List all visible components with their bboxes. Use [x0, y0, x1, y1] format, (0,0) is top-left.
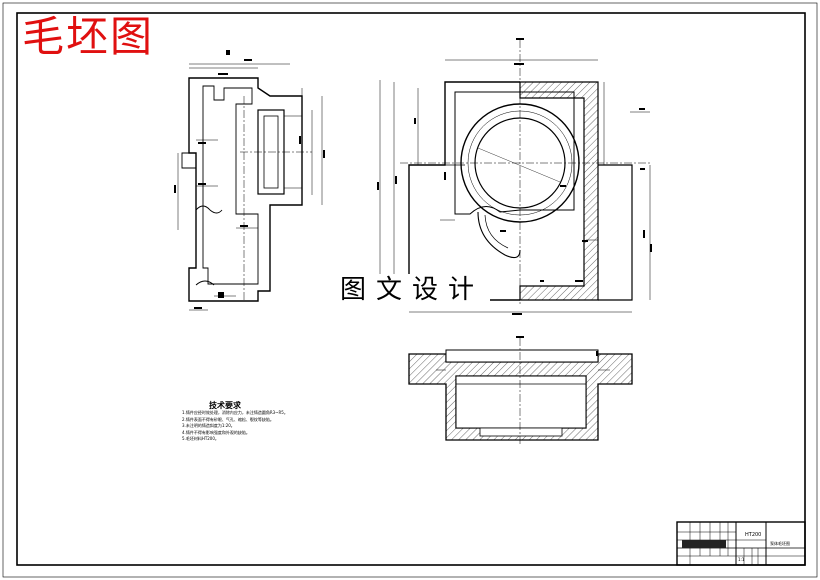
front-view-right-flange — [598, 164, 633, 301]
front-view-inner-cavity — [454, 91, 575, 215]
front-view-lower-lobe — [477, 211, 521, 259]
technical-requirement-5: 5.毛坯材料HT200。 — [182, 436, 219, 442]
top-view-dimension-marks — [516, 336, 598, 356]
technical-requirement-3: 3.未注明的铸造斜度为1:20。 — [182, 423, 235, 429]
front-view-outline — [408, 81, 520, 301]
technical-requirement-2: 2.铸件表面不得有砂眼、气孔、缩松、裂纹等缺陷。 — [182, 416, 274, 422]
left-view-dimension-marks — [174, 50, 325, 309]
title-block-scale: 1:1 — [738, 557, 745, 562]
top-section-view — [408, 338, 633, 446]
drawing-frame — [16, 12, 806, 566]
watermark-text: 图文设计 — [334, 274, 491, 307]
top-view-bottom-boss — [479, 427, 563, 437]
front-view-dimension-marks — [377, 38, 652, 315]
left-section-view — [177, 63, 323, 311]
top-view-flange — [445, 349, 599, 363]
front-view-hatched-wall — [519, 81, 599, 301]
technical-requirement-1: 1.铸件应经时效处理，消除内应力，未注铸造圆角R3~R5。 — [182, 410, 288, 415]
top-view-cavity — [455, 375, 587, 429]
technical-requirements-list: 1.铸件应经时效处理，消除内应力，未注铸造圆角R3~R5。 2.铸件表面不得有砂… — [182, 410, 292, 443]
left-view-inner-wall — [202, 85, 259, 285]
technical-requirement-4: 4.铸件不得有影响强度和外观的缺陷。 — [182, 429, 250, 435]
title-block — [676, 521, 806, 566]
title-block-material: HT200 — [745, 532, 761, 538]
front-view — [379, 40, 651, 313]
left-view-outline — [188, 77, 303, 302]
title-block-drawing-name: 泵体毛坯图 — [770, 540, 790, 546]
drawing-title: 毛坯图 — [22, 12, 155, 61]
technical-requirements-title: 技术要求 — [209, 400, 241, 410]
